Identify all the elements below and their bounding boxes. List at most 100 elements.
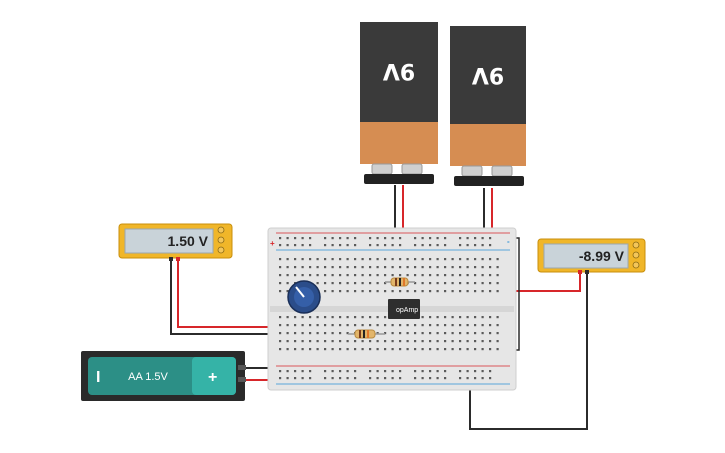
breadboard-hole[interactable] [399, 348, 402, 351]
breadboard-hole[interactable] [369, 340, 372, 343]
breadboard-hole[interactable] [331, 244, 334, 247]
breadboard-hole[interactable] [339, 324, 342, 327]
breadboard-hole[interactable] [369, 348, 372, 351]
breadboard-hole[interactable] [279, 266, 282, 269]
breadboard-hole[interactable] [474, 316, 477, 319]
breadboard-hole[interactable] [354, 316, 357, 319]
breadboard-hole[interactable] [301, 340, 304, 343]
battery-aa-terminal-red[interactable] [238, 377, 246, 382]
multimeter-left-probe-red[interactable] [176, 257, 180, 261]
breadboard-hole[interactable] [489, 237, 492, 240]
breadboard-hole[interactable] [399, 258, 402, 261]
breadboard-hole[interactable] [496, 258, 499, 261]
breadboard-hole[interactable] [489, 324, 492, 327]
breadboard-hole[interactable] [414, 258, 417, 261]
breadboard-hole[interactable] [331, 324, 334, 327]
breadboard-hole[interactable] [361, 282, 364, 285]
breadboard-hole[interactable] [466, 290, 469, 293]
breadboard-hole[interactable] [316, 324, 319, 327]
breadboard-hole[interactable] [459, 377, 462, 380]
breadboard-hole[interactable] [481, 348, 484, 351]
breadboard-hole[interactable] [391, 266, 394, 269]
breadboard-hole[interactable] [481, 316, 484, 319]
breadboard-hole[interactable] [489, 274, 492, 277]
breadboard-hole[interactable] [369, 266, 372, 269]
breadboard-hole[interactable] [429, 316, 432, 319]
breadboard-hole[interactable] [279, 237, 282, 240]
breadboard-hole[interactable] [436, 282, 439, 285]
multimeter-right-knob-2[interactable] [632, 251, 640, 259]
breadboard-hole[interactable] [324, 340, 327, 343]
multimeter-left-knob-1[interactable] [217, 226, 225, 234]
breadboard-hole[interactable] [324, 316, 327, 319]
breadboard-hole[interactable] [399, 266, 402, 269]
breadboard-hole[interactable] [429, 237, 432, 240]
breadboard-hole[interactable] [376, 377, 379, 380]
breadboard-hole[interactable] [481, 237, 484, 240]
breadboard-hole[interactable] [376, 266, 379, 269]
breadboard-hole[interactable] [294, 274, 297, 277]
breadboard-hole[interactable] [429, 258, 432, 261]
breadboard-hole[interactable] [391, 370, 394, 373]
breadboard-hole[interactable] [316, 348, 319, 351]
breadboard-hole[interactable] [331, 266, 334, 269]
breadboard-hole[interactable] [286, 274, 289, 277]
breadboard-hole[interactable] [301, 348, 304, 351]
breadboard-hole[interactable] [324, 290, 327, 293]
breadboard-hole[interactable] [406, 332, 409, 335]
breadboard-hole[interactable] [331, 237, 334, 240]
breadboard-hole[interactable] [406, 290, 409, 293]
breadboard-hole[interactable] [414, 266, 417, 269]
breadboard-hole[interactable] [474, 258, 477, 261]
breadboard-hole[interactable] [384, 377, 387, 380]
breadboard-hole[interactable] [346, 348, 349, 351]
breadboard-hole[interactable] [309, 266, 312, 269]
breadboard-hole[interactable] [444, 332, 447, 335]
breadboard-hole[interactable] [474, 332, 477, 335]
breadboard-hole[interactable] [316, 282, 319, 285]
breadboard-hole[interactable] [324, 348, 327, 351]
breadboard-hole[interactable] [444, 237, 447, 240]
breadboard-hole[interactable] [481, 290, 484, 293]
breadboard-hole[interactable] [436, 348, 439, 351]
breadboard-hole[interactable] [399, 237, 402, 240]
breadboard-hole[interactable] [294, 370, 297, 373]
breadboard-hole[interactable] [279, 377, 282, 380]
breadboard-hole[interactable] [429, 290, 432, 293]
breadboard-hole[interactable] [481, 274, 484, 277]
breadboard-hole[interactable] [369, 377, 372, 380]
breadboard-hole[interactable] [369, 282, 372, 285]
breadboard-hole[interactable] [451, 274, 454, 277]
breadboard-hole[interactable] [474, 274, 477, 277]
breadboard-hole[interactable] [414, 377, 417, 380]
breadboard-hole[interactable] [459, 237, 462, 240]
breadboard-hole[interactable] [459, 244, 462, 247]
breadboard-hole[interactable] [459, 316, 462, 319]
breadboard-hole[interactable] [481, 266, 484, 269]
breadboard-hole[interactable] [354, 324, 357, 327]
breadboard-hole[interactable] [294, 324, 297, 327]
breadboard-hole[interactable] [466, 258, 469, 261]
breadboard-hole[interactable] [309, 332, 312, 335]
breadboard-hole[interactable] [436, 316, 439, 319]
breadboard-hole[interactable] [369, 324, 372, 327]
breadboard-hole[interactable] [324, 377, 327, 380]
breadboard-hole[interactable] [414, 324, 417, 327]
breadboard-hole[interactable] [339, 237, 342, 240]
breadboard-hole[interactable] [324, 324, 327, 327]
breadboard-hole[interactable] [414, 348, 417, 351]
opamp-chip[interactable]: opAmp [388, 299, 420, 319]
breadboard-hole[interactable] [444, 370, 447, 373]
breadboard-hole[interactable] [414, 290, 417, 293]
breadboard-hole[interactable] [376, 332, 379, 335]
breadboard-hole[interactable] [474, 340, 477, 343]
breadboard-hole[interactable] [466, 370, 469, 373]
breadboard-hole[interactable] [286, 340, 289, 343]
breadboard-hole[interactable] [391, 237, 394, 240]
breadboard-hole[interactable] [444, 274, 447, 277]
breadboard-hole[interactable] [399, 244, 402, 247]
battery-9v-left[interactable]: 9V [360, 22, 438, 184]
breadboard-hole[interactable] [384, 324, 387, 327]
breadboard-hole[interactable] [489, 370, 492, 373]
breadboard-hole[interactable] [279, 258, 282, 261]
